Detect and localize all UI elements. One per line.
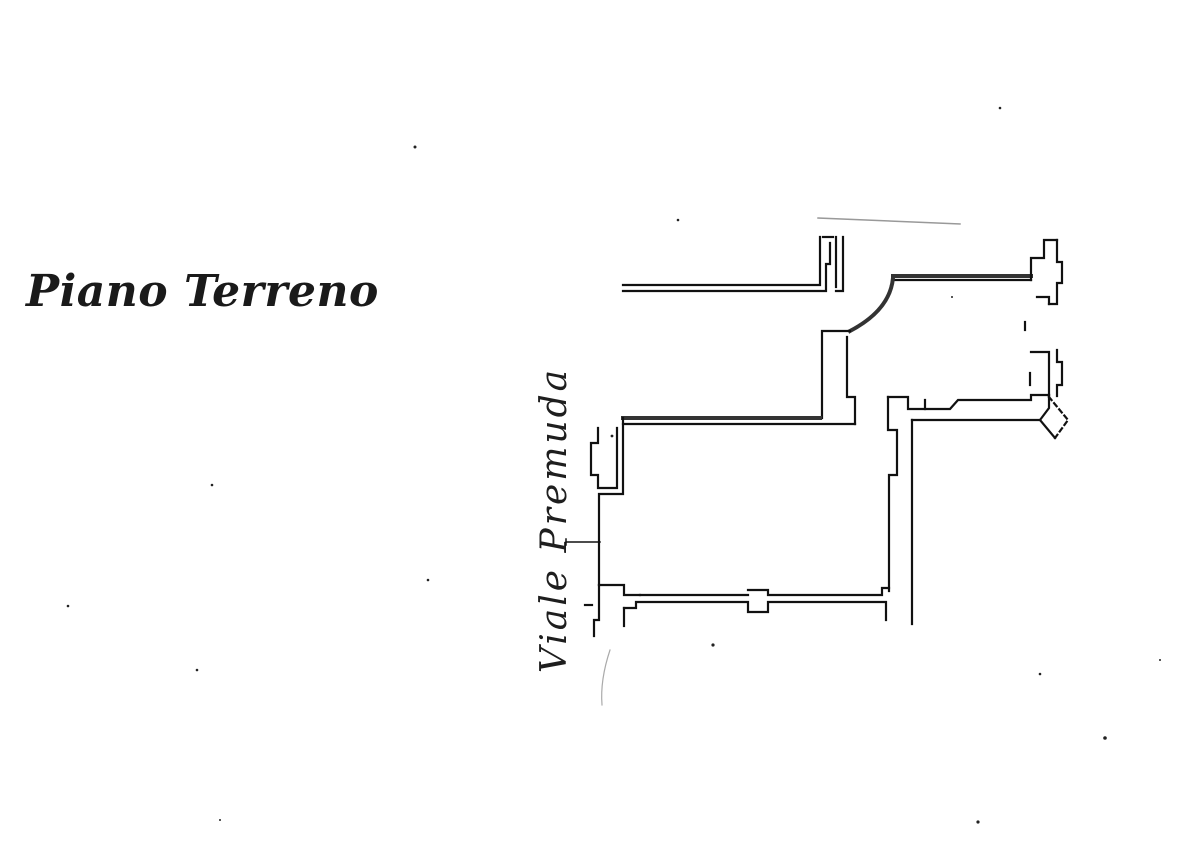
wall-corridor <box>886 393 1070 626</box>
wall-main-room <box>565 416 891 638</box>
faint-curve <box>601 649 611 706</box>
floor-title: Piano Terreno <box>26 266 379 317</box>
faint-line <box>817 217 961 225</box>
wall-right <box>1023 238 1064 399</box>
scan-specks <box>66 106 1161 824</box>
wall-top-left <box>621 235 845 293</box>
wall-upper-room <box>820 274 1033 426</box>
